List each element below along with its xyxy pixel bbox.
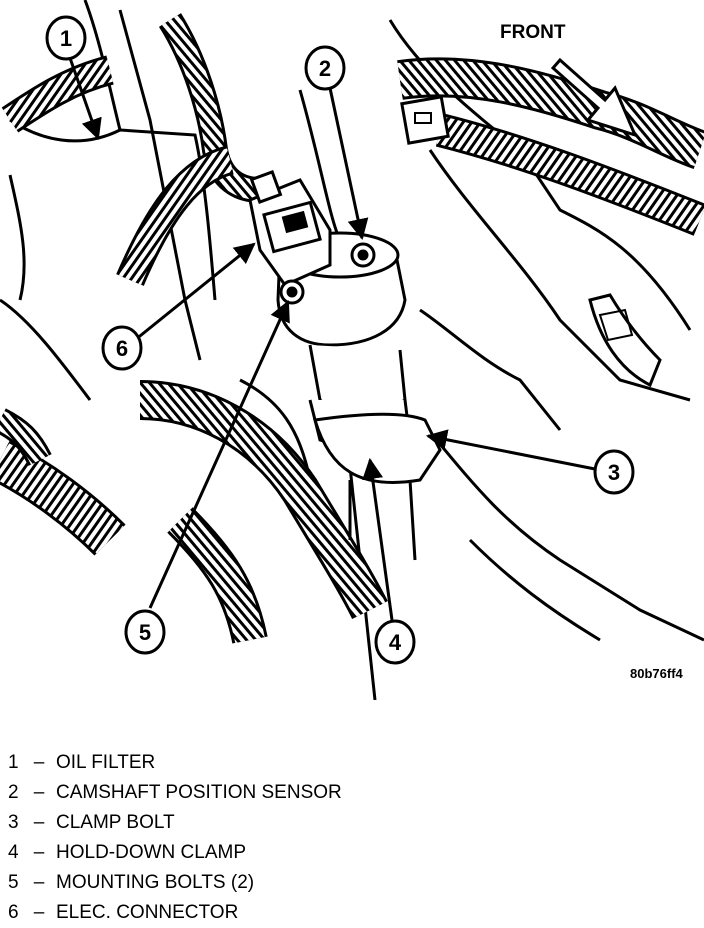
callout-1: 1 bbox=[45, 15, 87, 61]
engine-diagram: FRONT 1 2 3 4 5 6 bbox=[0, 0, 704, 700]
hold-down-clamp bbox=[313, 412, 442, 561]
callout-5: 5 bbox=[124, 609, 166, 655]
legend-item: 2–CAMSHAFT POSITION SENSOR bbox=[8, 782, 342, 803]
harness-clip bbox=[400, 95, 450, 145]
legend-item: 1–OIL FILTER bbox=[8, 752, 156, 773]
legend-item: 3–CLAMP BOLT bbox=[8, 812, 175, 833]
svg-text:4: 4 bbox=[389, 630, 402, 655]
callouts: 1 2 3 4 5 6 bbox=[45, 15, 635, 665]
callout-2: 2 bbox=[304, 45, 346, 91]
svg-text:6: 6 bbox=[116, 336, 128, 361]
legend: 1–OIL FILTER 2–CAMSHAFT POSITION SENSOR … bbox=[8, 748, 342, 928]
front-arrow: FRONT bbox=[500, 22, 638, 138]
svg-text:3: 3 bbox=[608, 460, 620, 485]
mounting-bolt bbox=[279, 242, 376, 305]
legend-item: 5–MOUNTING BOLTS (2) bbox=[8, 872, 255, 893]
callout-6: 6 bbox=[101, 325, 143, 371]
callout-3: 3 bbox=[593, 449, 635, 495]
electrical-connector bbox=[248, 170, 332, 287]
svg-text:1: 1 bbox=[60, 26, 72, 51]
front-label: FRONT bbox=[500, 22, 566, 43]
wiring-harness bbox=[0, 13, 704, 644]
svg-text:2: 2 bbox=[319, 56, 331, 81]
callout-4: 4 bbox=[374, 619, 416, 665]
leader-lines bbox=[68, 57, 601, 621]
svg-text:5: 5 bbox=[139, 620, 151, 645]
legend-item: 4–HOLD-DOWN CLAMP bbox=[8, 842, 247, 863]
figure-id: 80b76ff4 bbox=[630, 666, 683, 681]
legend-item: 6–ELEC. CONNECTOR bbox=[8, 902, 239, 923]
